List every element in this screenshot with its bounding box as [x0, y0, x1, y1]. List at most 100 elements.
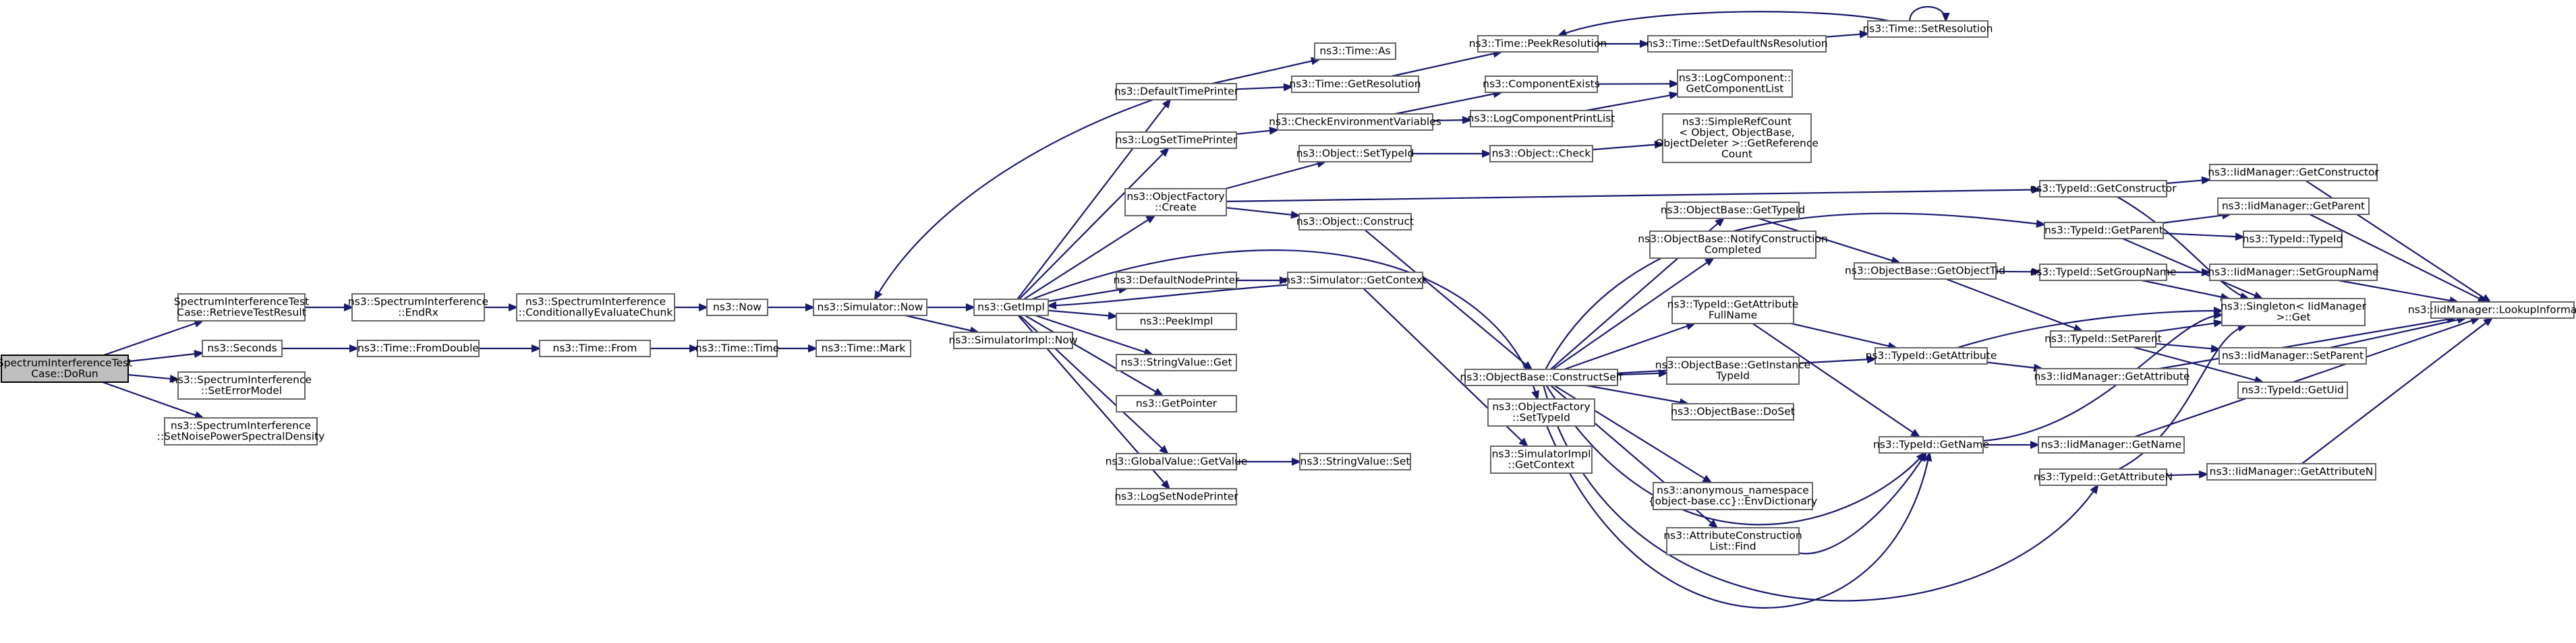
node-label: ns3::Time::FromDouble: [357, 342, 479, 355]
edge-objfactcreate-to-tidgetctor: [1226, 185, 2042, 203]
node-strvalget[interactable]: ns3::StringValue::Get: [1116, 354, 1237, 371]
node-label: ns3::Object::Construct: [1296, 216, 1414, 228]
node-getpointer[interactable]: ns3::GetPointer: [1116, 395, 1237, 412]
node-logsetnode[interactable]: ns3::LogSetNodePrinter: [1114, 488, 1238, 506]
node-tidtypeid[interactable]: ns3::TypeId::TypeId: [2243, 231, 2343, 248]
node-objfactcreate[interactable]: ns3::ObjectFactory::Create: [1124, 188, 1227, 216]
node-timeas[interactable]: ns3::Time::As: [1314, 42, 1396, 60]
node-logcompprint[interactable]: ns3::LogComponentPrintList: [1468, 110, 1615, 127]
node-constructself[interactable]: ns3::ObjectBase::ConstructSelf: [1460, 369, 1623, 386]
node-iidgetname[interactable]: ns3::IidManager::GetName: [2038, 436, 2185, 454]
node-logsettime[interactable]: ns3::LogSetTimePrinter: [1116, 131, 1238, 149]
node-iidgetparent[interactable]: ns3::IidManager::GetParent: [2217, 197, 2370, 215]
node-tidgetattr[interactable]: ns3::TypeId::GetAttribute: [1866, 347, 1997, 365]
node-getimpl[interactable]: ns3::GetImpl: [973, 299, 1049, 316]
node-defnodeprinter[interactable]: ns3::DefaultNodePrinter: [1114, 272, 1240, 289]
node-simgetctx[interactable]: ns3::Simulator::GetContext: [1284, 272, 1427, 289]
node-objconstruct[interactable]: ns3::Object::Construct: [1296, 213, 1414, 231]
node-setnoise[interactable]: ns3::SpectrumInterference::SetNoisePower…: [157, 417, 325, 446]
node-timemark[interactable]: ns3::Time::Mark: [815, 340, 911, 357]
node-box: [1298, 145, 1412, 162]
node-tidgetuid[interactable]: ns3::TypeId::GetUid: [2237, 381, 2348, 399]
node-box: [1647, 35, 1827, 53]
node-timetime[interactable]: ns3::Time::Time: [695, 340, 780, 357]
node-label: ns3::TypeId::GetUid: [2241, 384, 2344, 396]
node-now[interactable]: ns3::Now: [706, 299, 768, 316]
edge-now-to-simnow: [768, 303, 815, 311]
node-label: ns3::GlobalValue::GetValue: [1106, 456, 1248, 468]
node-obdoset[interactable]: ns3::ObjectBase::DoSet: [1671, 403, 1795, 421]
node-box: [1116, 488, 1237, 506]
node-label: ObjectDeleter >::GetReference: [1655, 137, 1819, 150]
node-notifycc[interactable]: ns3::ObjectBase::NotifyConstructionCompl…: [1638, 231, 1828, 259]
node-box: [2430, 301, 2575, 319]
node-box: [202, 340, 283, 357]
node-tidsetparent[interactable]: ns3::TypeId::SetParent: [2044, 330, 2162, 348]
node-tidgetname[interactable]: ns3::TypeId::GetName: [1873, 436, 1989, 454]
node-iidgetctor[interactable]: ns3::IidManager::GetConstructor: [2208, 164, 2379, 181]
node-peekimpl[interactable]: ns3::PeekImpl: [1116, 313, 1237, 330]
node-obgetobjtid[interactable]: ns3::ObjectBase::GetObjectTid: [1845, 262, 2005, 280]
node-singleton[interactable]: ns3::Singleton< IidManager >::Get: [2221, 298, 2367, 326]
node-iidlookup[interactable]: ns3::IidManager::LookupInformation: [2408, 301, 2576, 319]
node-objcheck[interactable]: ns3::Object::Check: [1489, 145, 1593, 162]
node-label: ns3::Object::SetTypeId: [1296, 148, 1414, 160]
node-label: ns3::TypeId::GetParent: [2044, 224, 2163, 237]
node-strvalset[interactable]: ns3::StringValue::Set: [1299, 453, 1411, 470]
node-label: ns3::ObjectBase::DoSet: [1671, 406, 1795, 418]
node-deftimeprinter[interactable]: ns3::DefaultTimePrinter: [1114, 83, 1239, 100]
node-label: ns3::CheckEnvironmentVariables: [1269, 116, 1441, 128]
node-endrx[interactable]: ns3::SpectrumInterference::EndRx: [348, 293, 488, 322]
node-objfactsettypeid[interactable]: ns3::ObjectFactory::SetTypeId: [1487, 398, 1595, 427]
node-checkenv[interactable]: ns3::CheckEnvironmentVariables: [1269, 113, 1441, 131]
node-retrieve[interactable]: SpectrumInterferenceTestCase::RetrieveTe…: [174, 293, 309, 322]
node-tidgetattrn[interactable]: ns3::TypeId::GetAttributeN: [2034, 468, 2173, 486]
node-box: [357, 340, 480, 357]
edge-fromdouble-to-timefrom: [479, 344, 542, 353]
node-objsettypeid[interactable]: ns3::Object::SetTypeId: [1296, 145, 1414, 162]
node-seconds[interactable]: ns3::Seconds: [202, 340, 283, 357]
node-seterr[interactable]: ns3::SpectrumInterference::SetErrorModel: [171, 371, 312, 400]
node-label: ns3::TypeId::GetName: [1873, 439, 1989, 451]
node-setdefns[interactable]: ns3::Time::SetDefaultNsResolution: [1646, 35, 1828, 53]
node-box: [164, 417, 318, 446]
node-peekres[interactable]: ns3::Time::PeekResolution: [1469, 35, 1607, 53]
node-label: ::Create: [1155, 202, 1197, 214]
node-simimplnow[interactable]: ns3::SimulatorImpl::Now: [948, 332, 1078, 349]
node-setres[interactable]: ns3::Time::SetResolution: [1862, 20, 1993, 38]
node-compexists[interactable]: ns3::ComponentExists: [1483, 75, 1600, 93]
node-obgettypeid[interactable]: ns3::ObjectBase::GetTypeId: [1661, 202, 1806, 219]
node-label: ns3::LogSetTimePrinter: [1116, 134, 1238, 146]
node-simnow[interactable]: ns3::Simulator::Now: [813, 299, 927, 316]
node-condeval[interactable]: ns3::SpectrumInterference::Conditionally…: [516, 293, 675, 322]
node-tidsetgroup[interactable]: ns3::TypeId::SetGroupName: [2030, 264, 2177, 281]
node-box: [1874, 347, 1988, 365]
node-box: [1298, 213, 1412, 231]
node-label: ns3::Time::SetDefaultNsResolution: [1646, 38, 1827, 50]
node-box: [1277, 113, 1433, 131]
node-envdict[interactable]: ns3::anonymous_namespace{object-base.cc}…: [1649, 482, 1818, 510]
node-simimplgetctx[interactable]: ns3::SimulatorImpl::GetContext: [1490, 446, 1593, 474]
node-tidgetparent[interactable]: ns3::TypeId::GetParent: [2044, 222, 2164, 239]
node-label: SpectrumInterferenceTest: [0, 357, 132, 369]
node-iidsetgroup[interactable]: ns3::IidManager::SetGroupName: [2208, 264, 2379, 281]
node-fromdouble[interactable]: ns3::Time::FromDouble: [357, 340, 480, 357]
node-iidgetattr[interactable]: ns3::IidManager::GetAttribute: [2034, 368, 2190, 386]
node-timegetres[interactable]: ns3::Time::GetResolution: [1289, 75, 1421, 93]
node-logcompget[interactable]: ns3::LogComponent::GetComponentList: [1677, 69, 1793, 98]
edge-getimpl-to-objfactsettypeid: [1031, 249, 1539, 401]
edge-tidsetgroup-to-iidsetgroup: [2167, 268, 2212, 276]
edge-root-to-seterr: [127, 373, 180, 383]
node-tidgetctor[interactable]: ns3::TypeId::GetConstructor: [2030, 180, 2177, 197]
node-iidgetattrn[interactable]: ns3::IidManager::GetAttributeN: [2206, 463, 2376, 481]
node-iidsetparent[interactable]: ns3::IidManager::SetParent: [2219, 347, 2367, 365]
node-simplerefcount[interactable]: ns3::SimpleRefCount< Object, ObjectBase,…: [1655, 113, 1819, 163]
node-globalget[interactable]: ns3::GlobalValue::GetValue: [1106, 453, 1248, 470]
node-timefrom[interactable]: ns3::Time::From: [539, 340, 651, 357]
node-label: ns3::SimulatorImpl: [1492, 448, 1591, 460]
node-box: [1666, 202, 1800, 219]
